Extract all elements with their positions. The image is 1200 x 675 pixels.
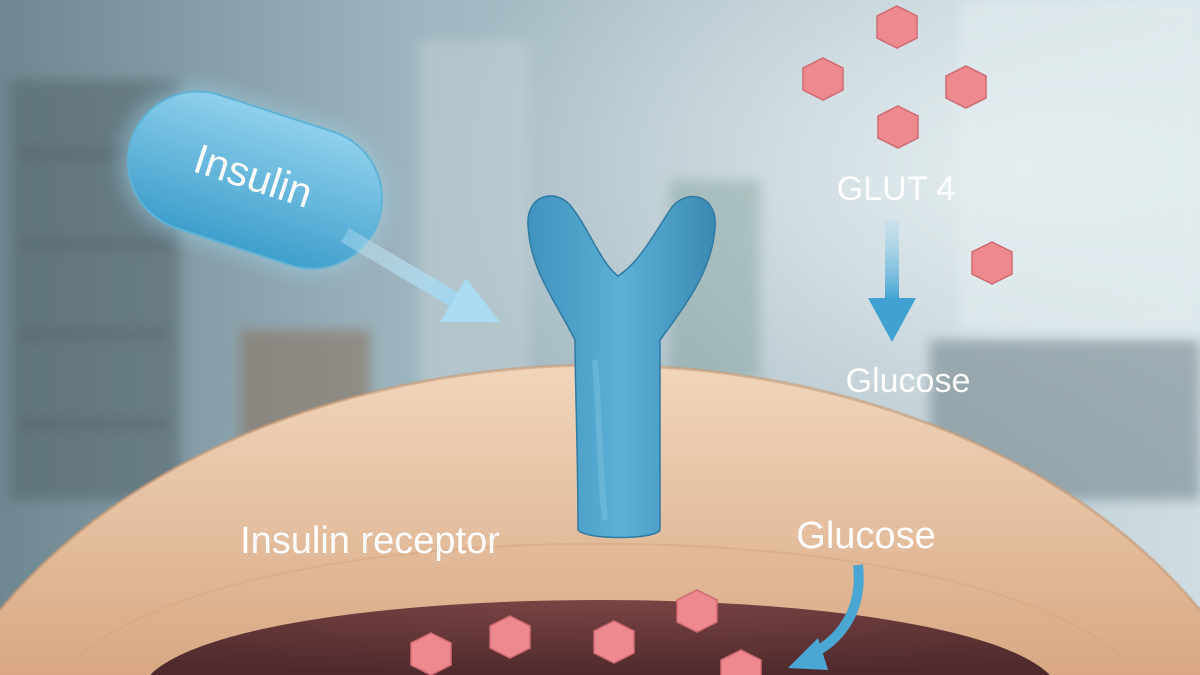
glucose-molecule	[945, 65, 987, 109]
glucose-molecule	[489, 615, 531, 659]
glut4-label: GLUT 4	[837, 170, 955, 208]
insulin-receptor	[527, 195, 716, 539]
glucose-molecule	[971, 241, 1013, 285]
glucose-entry-arrow	[788, 564, 864, 670]
insulin-molecule: Insulin	[120, 86, 386, 274]
glucose-molecule	[877, 105, 919, 149]
insulin-receptor-label: Insulin receptor	[240, 520, 500, 562]
glut4-down-arrow	[868, 220, 916, 342]
membrane-inner-edge	[59, 542, 1141, 675]
glucose-molecule	[720, 649, 762, 675]
glucose-molecule	[593, 620, 635, 664]
glucose-outside-label: Glucose	[846, 362, 971, 400]
glucose-molecule	[802, 57, 844, 101]
glucose-molecule	[876, 5, 918, 49]
insulin-to-receptor-arrow	[340, 228, 500, 322]
glucose-inside-label: Glucose	[796, 515, 935, 557]
glucose-molecule	[676, 589, 718, 633]
glucose-molecule	[410, 632, 452, 675]
glucose-molecules	[410, 5, 1013, 675]
